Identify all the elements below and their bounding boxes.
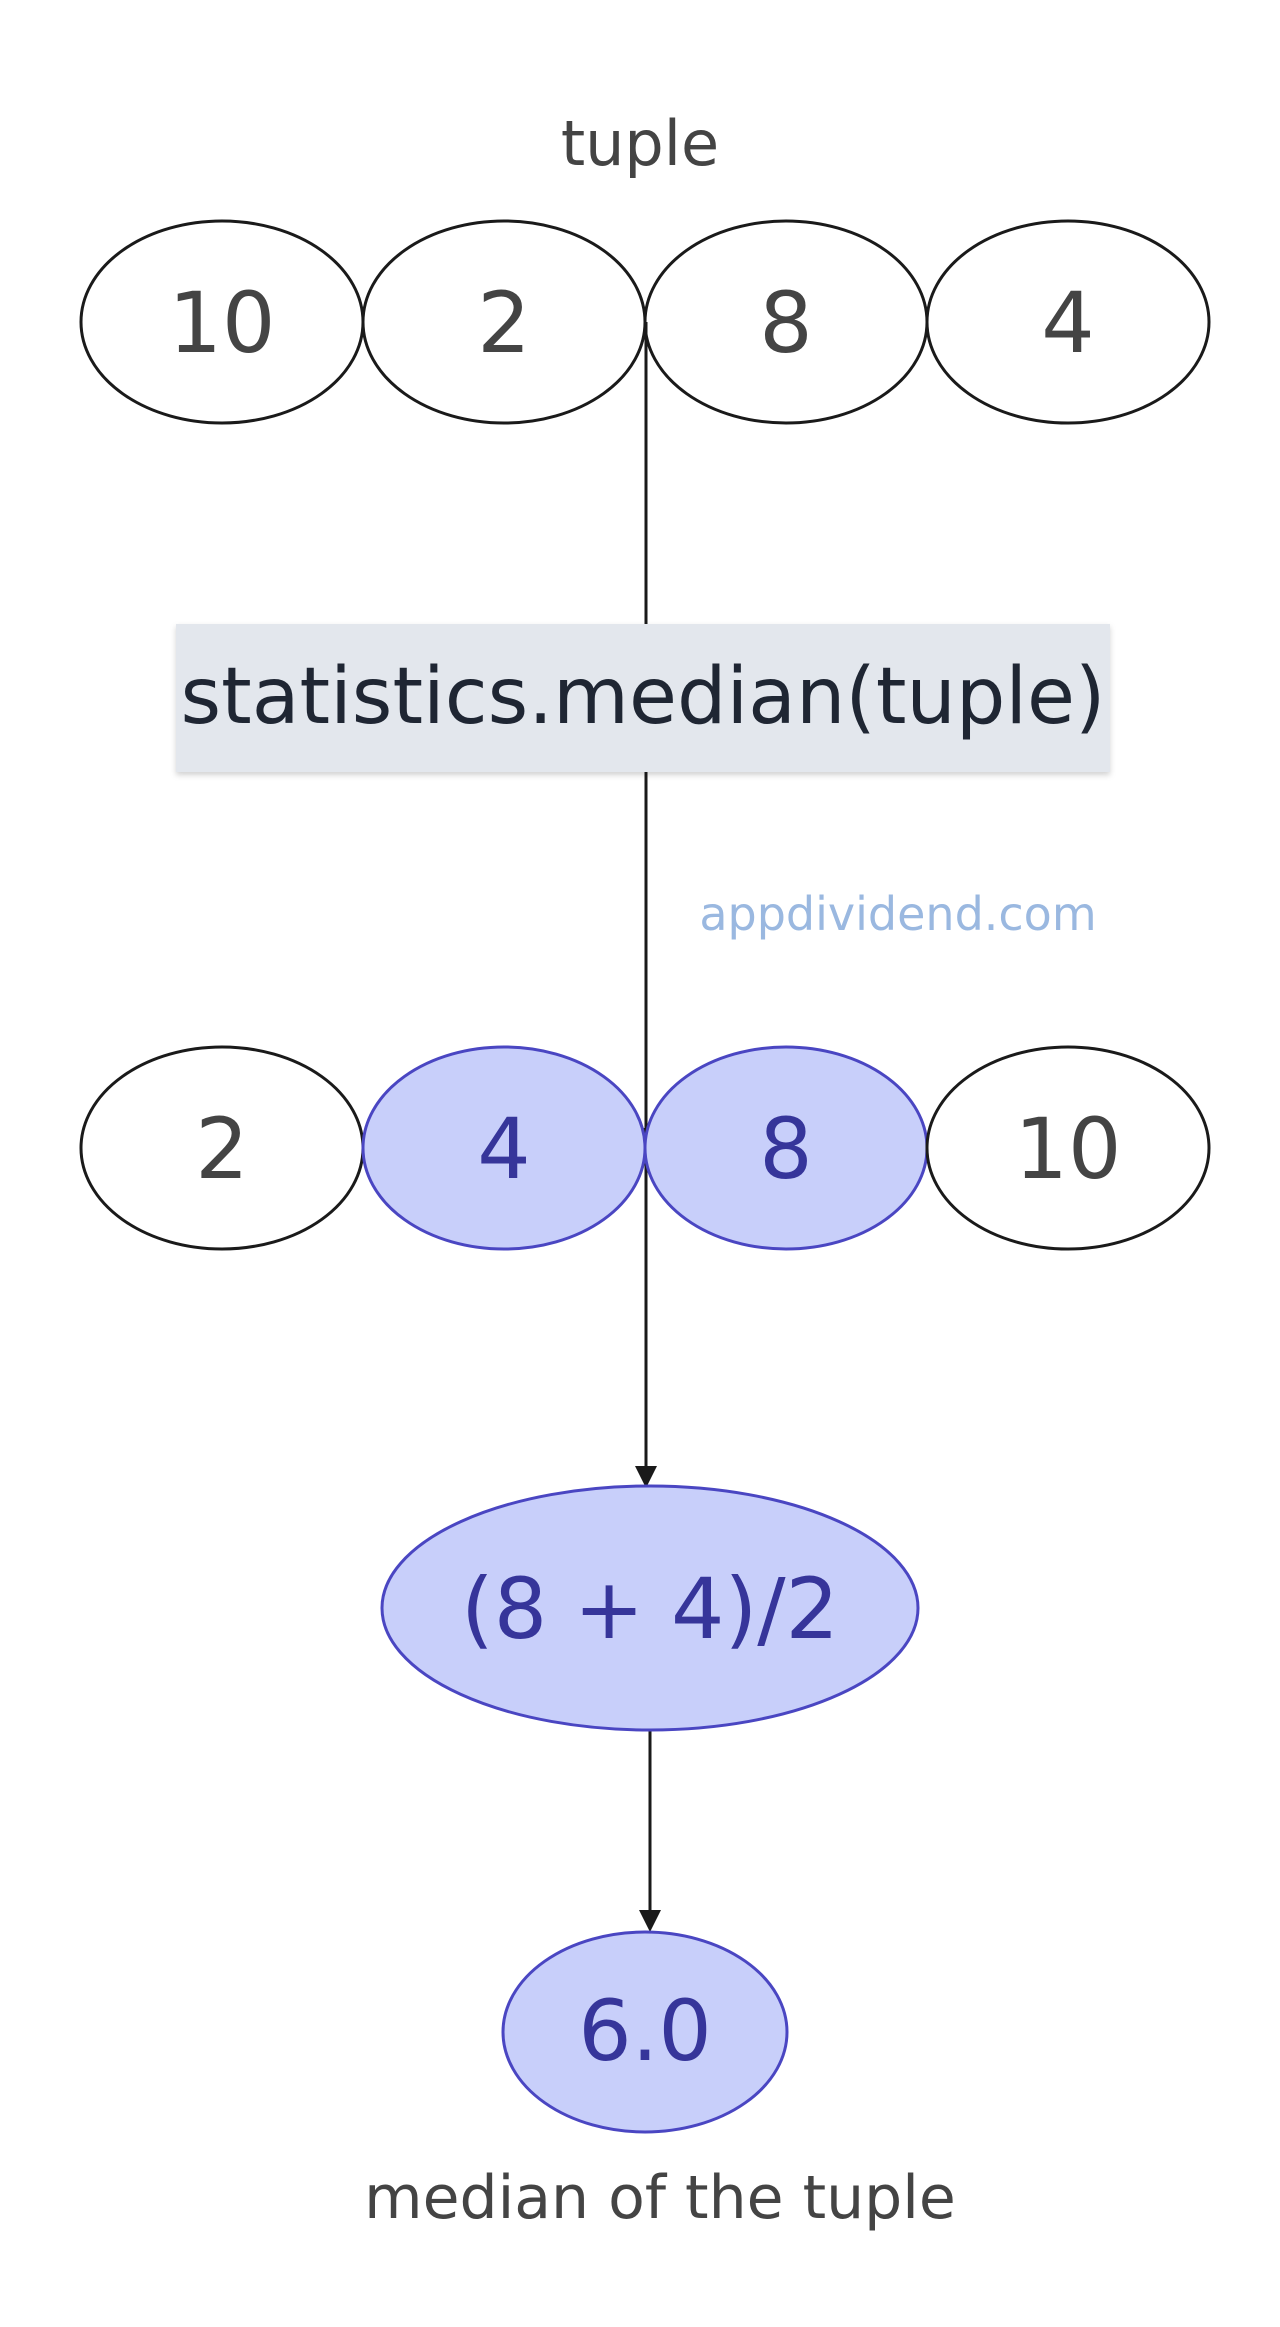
arrowhead-result	[639, 1910, 661, 1932]
input-value-2: 2	[477, 274, 530, 372]
input-tuple-row: 10 2 8 4	[79, 219, 1211, 425]
input-node-4: 4	[925, 219, 1211, 425]
result-node: 6.0	[501, 1930, 789, 2134]
input-value-3: 8	[759, 274, 812, 372]
input-value-1: 10	[169, 274, 276, 372]
input-value-4: 4	[1041, 274, 1094, 372]
sorted-value-2: 4	[477, 1100, 530, 1198]
sorted-node-2: 4	[361, 1045, 647, 1251]
tuple-label: tuple	[561, 107, 719, 180]
sorted-node-3: 8	[643, 1045, 929, 1251]
sorted-value-4: 10	[1015, 1100, 1122, 1198]
arrowhead-formula	[635, 1466, 657, 1488]
input-node-1: 10	[79, 219, 365, 425]
function-box-background	[176, 624, 1110, 772]
input-node-2: 2	[361, 219, 647, 425]
sorted-value-3: 8	[759, 1100, 812, 1198]
result-label: median of the tuple	[364, 2163, 956, 2233]
function-call-text: statistics.median(tuple)	[181, 652, 1106, 742]
sorted-node-1: 2	[79, 1045, 365, 1251]
sorted-node-4: 10	[925, 1045, 1211, 1251]
watermark-text: appdividend.com	[699, 887, 1096, 941]
input-node-3: 8	[643, 219, 929, 425]
sorted-value-1: 2	[195, 1100, 248, 1198]
sorted-tuple-row: 2 4 8 10	[79, 1045, 1211, 1251]
formula-text: (8 + 4)/2	[461, 1560, 839, 1658]
result-text: 6.0	[578, 1982, 712, 2080]
function-call-box: statistics.median(tuple)	[176, 624, 1110, 772]
formula-node: (8 + 4)/2	[380, 1484, 920, 1732]
